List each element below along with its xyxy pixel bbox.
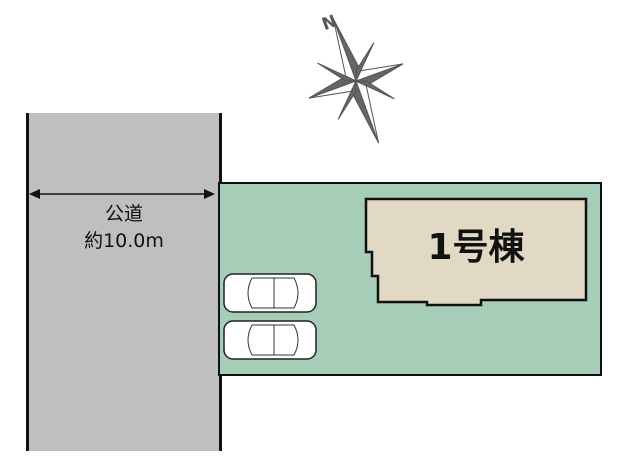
north-label: N (319, 11, 339, 35)
car-1 (223, 273, 317, 313)
road-type-label: 公道 (104, 203, 143, 225)
car-2 (223, 320, 317, 360)
building-label: 1号棟 (427, 227, 525, 268)
compass-rose-icon (308, 18, 404, 144)
building-1 (364, 197, 588, 307)
road-width-arrow (29, 189, 215, 199)
road-width-label: 約10.0m (84, 230, 164, 252)
